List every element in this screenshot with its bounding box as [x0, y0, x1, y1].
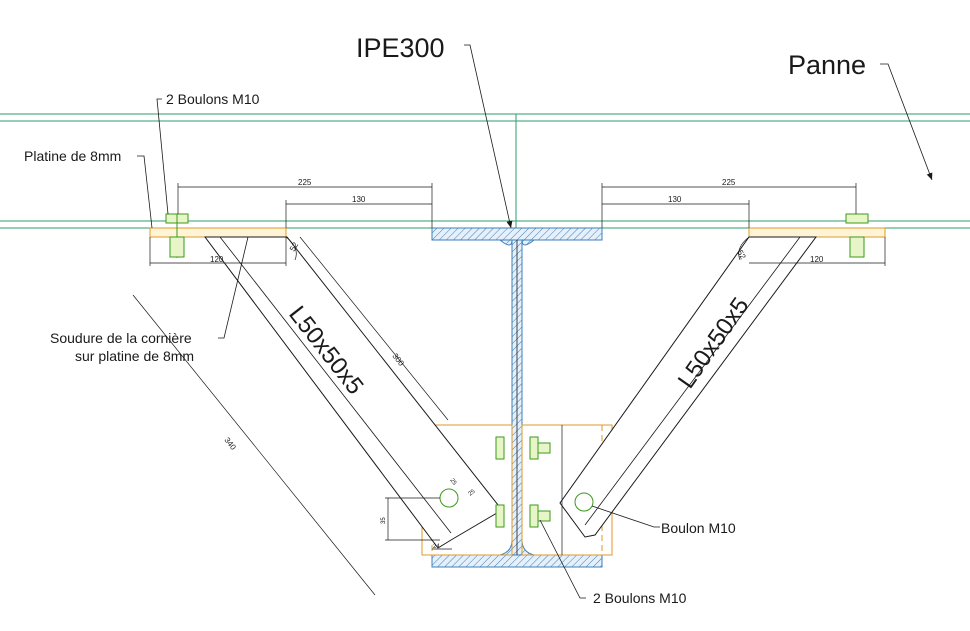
plate-left — [149, 227, 287, 238]
bolt-top-left — [165, 213, 189, 258]
dim-24: 24 — [433, 544, 440, 550]
dim-25b: 25 — [468, 488, 477, 497]
label-weld-line1: Soudure de la cornière — [50, 330, 192, 346]
dim-340: 340 — [222, 436, 238, 452]
dims-left — [132, 183, 452, 596]
label-ipe300: IPE300 — [356, 33, 445, 63]
label-panne: Panne — [788, 50, 866, 80]
dim-35: 35 — [381, 517, 387, 524]
dim-120-left: 120 — [210, 255, 224, 264]
angle-right — [559, 236, 817, 538]
bolt-hole-right — [574, 492, 594, 512]
dim-130-left: 130 — [352, 195, 366, 204]
leader-lines — [137, 44, 933, 599]
dim-130-right: 130 — [668, 195, 682, 204]
bolt-top-right — [845, 213, 869, 258]
bolts-web — [495, 436, 551, 528]
dim-225-left: 225 — [298, 178, 312, 187]
label-bolts-top: 2 Boulons M10 — [166, 91, 260, 107]
angle-left — [204, 236, 503, 549]
dim-25a: 25 — [448, 478, 457, 487]
label-bolt-right: Boulon M10 — [661, 520, 736, 536]
dim-120-right: 120 — [810, 255, 824, 264]
label-bolts-bottom: 2 Boulons M10 — [593, 590, 687, 606]
dim-225-right: 225 — [722, 178, 736, 187]
dims-right — [561, 183, 886, 555]
label-plate: Platine de 8mm — [24, 148, 121, 164]
plate-right — [748, 227, 886, 238]
label-weld-line2: sur platine de 8mm — [75, 348, 194, 364]
